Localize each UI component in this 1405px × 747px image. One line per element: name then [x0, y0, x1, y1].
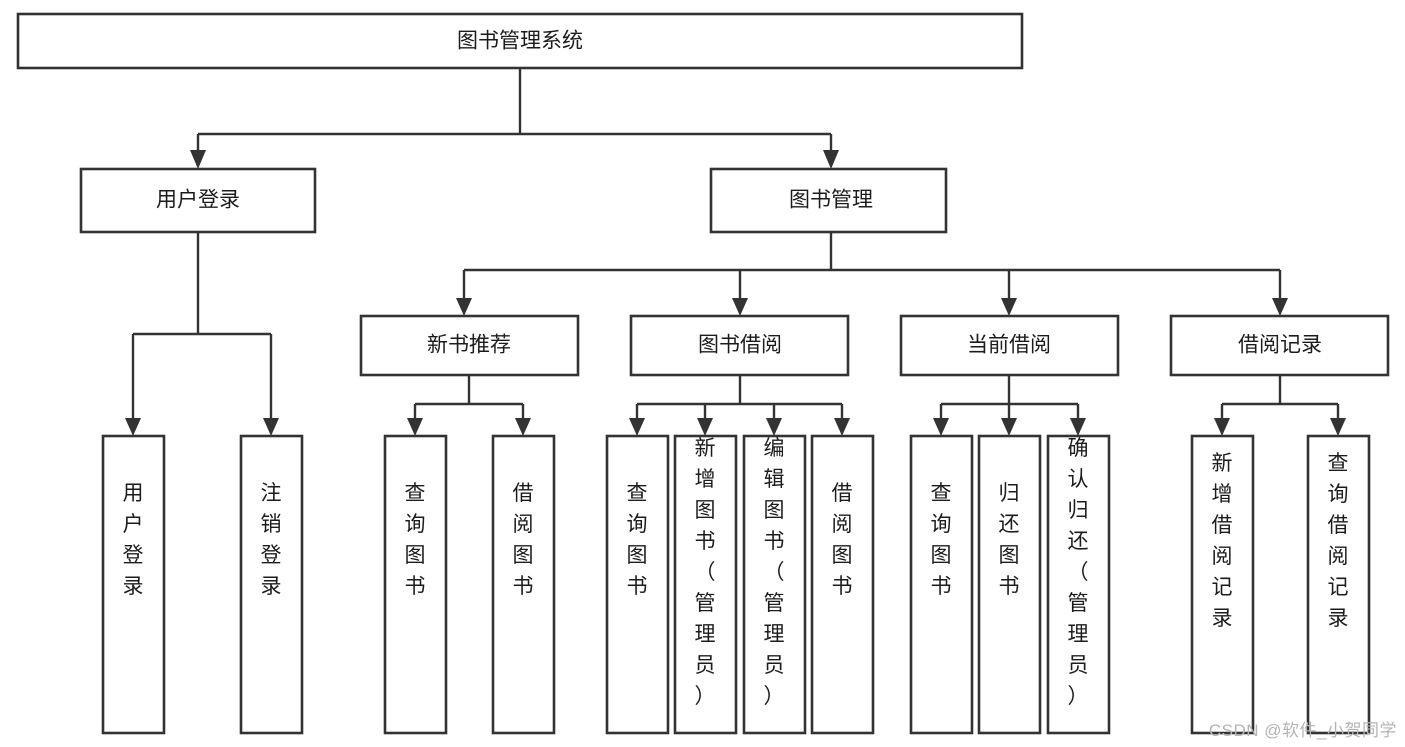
arrow-userlogin-leaf2 [263, 418, 279, 436]
leaf-borrow-record-2-box[interactable] [1306, 434, 1371, 735]
leaf-current-borrow-3-label: 确认归还（管理员） [1068, 437, 1089, 708]
node-root-system[interactable]: 图书管理系统 [16, 12, 1024, 70]
connector-layer [125, 68, 1346, 436]
arrow-userlogin-leaf1 [125, 418, 141, 436]
leaf-book-borrow-4[interactable]: 借阅图书 [810, 434, 875, 735]
leaf-book-borrow-4-label: 借阅图书 [832, 482, 853, 598]
leaf-new-book-1-label: 查询图书 [405, 482, 426, 598]
leaf-user-login-2-label: 注销登录 [261, 482, 282, 598]
leaf-new-book-2[interactable]: 借阅图书 [491, 434, 556, 735]
leaf-new-book-2-box[interactable] [491, 434, 556, 735]
leaf-book-borrow-3-box[interactable] [742, 434, 807, 735]
leaf-new-book-1-box[interactable] [383, 434, 448, 735]
node-new-book-recommend-label: 新书推荐 [427, 334, 511, 357]
leaf-user-login-1-box[interactable] [101, 434, 166, 735]
leaf-current-borrow-2[interactable]: 归还图书 [977, 434, 1042, 735]
leaf-current-borrow-3[interactable]: 确认归还（管理员） [1046, 434, 1111, 735]
leaf-user-login-2[interactable]: 注销登录 [239, 434, 304, 735]
arrow-newbook-leaf1 [407, 418, 423, 436]
arrow-borrow-leaf1 [629, 418, 645, 436]
arrow-current-leaf2 [1001, 418, 1017, 436]
leaf-book-borrow-1-label: 查询图书 [627, 482, 648, 598]
leaf-current-borrow-3-box[interactable] [1046, 434, 1111, 735]
leaf-user-login-2-box[interactable] [239, 434, 304, 735]
node-current-borrow-box[interactable] [899, 314, 1120, 377]
leaf-book-borrow-1[interactable]: 查询图书 [605, 434, 670, 735]
arrow-root-to-book-mgmt [823, 150, 839, 169]
node-book-management-label: 图书管理 [789, 189, 873, 212]
node-current-borrow-label: 当前借阅 [967, 334, 1051, 357]
arrow-bookmgmt-c4 [1272, 298, 1288, 316]
arrow-bookmgmt-c1 [456, 298, 472, 316]
node-borrow-record-label: 借阅记录 [1238, 334, 1322, 357]
leaf-current-borrow-2-label: 归还图书 [999, 482, 1020, 598]
leaf-borrow-record-2[interactable]: 查询借阅记录 [1306, 434, 1371, 735]
node-book-management-box[interactable] [709, 167, 948, 234]
arrow-record-leaf2 [1330, 418, 1346, 436]
leaf-borrow-record-1-box[interactable] [1190, 434, 1255, 735]
leaf-current-borrow-1[interactable]: 查询图书 [909, 434, 974, 735]
leaf-book-borrow-2-label: 新增图书（管理员） [695, 437, 716, 708]
leaf-book-borrow-2[interactable]: 新增图书（管理员） [673, 434, 738, 735]
node-root-box[interactable] [16, 12, 1024, 70]
leaf-new-book-1[interactable]: 查询图书 [383, 434, 448, 735]
node-new-book-recommend[interactable]: 新书推荐 [359, 314, 580, 377]
leaf-book-borrow-2-box[interactable] [673, 434, 738, 735]
node-borrow-record-box[interactable] [1169, 314, 1390, 377]
leaf-borrow-record-1-label: 新增借阅记录 [1212, 452, 1233, 630]
leaf-user-login-1-label: 用户登录 [123, 482, 144, 598]
arrow-current-leaf3 [1070, 418, 1086, 436]
arrow-record-leaf1 [1214, 418, 1230, 436]
node-new-book-recommend-box[interactable] [359, 314, 580, 377]
leaf-new-book-2-label: 借阅图书 [513, 482, 534, 598]
arrow-root-to-user-login [190, 150, 206, 169]
leaf-current-borrow-2-box[interactable] [977, 434, 1042, 735]
csdn-watermark: CSDN @软件_小贺同学 [1208, 721, 1397, 740]
leaf-book-borrow-3[interactable]: 编辑图书（管理员） [742, 434, 807, 735]
node-user-login-box[interactable] [79, 167, 317, 234]
node-user-login[interactable]: 用户登录 [79, 167, 317, 234]
node-book-borrow-box[interactable] [629, 314, 850, 377]
leaf-current-borrow-1-box[interactable] [909, 434, 974, 735]
leaf-borrow-record-2-label: 查询借阅记录 [1328, 452, 1349, 630]
node-current-borrow[interactable]: 当前借阅 [899, 314, 1120, 377]
node-user-login-label: 用户登录 [156, 189, 240, 212]
arrow-bookmgmt-c2 [732, 298, 748, 316]
node-borrow-record[interactable]: 借阅记录 [1169, 314, 1390, 377]
node-book-borrow[interactable]: 图书借阅 [629, 314, 850, 377]
arrow-current-leaf1 [933, 418, 949, 436]
arrow-borrow-leaf3 [766, 418, 782, 436]
arrow-borrow-leaf4 [834, 418, 850, 436]
node-book-management[interactable]: 图书管理 [709, 167, 948, 234]
leaf-user-login-1[interactable]: 用户登录 [101, 434, 166, 735]
node-root-label: 图书管理系统 [457, 30, 583, 53]
arrow-bookmgmt-c3 [1001, 298, 1017, 316]
arrow-newbook-leaf2 [515, 418, 531, 436]
leaf-borrow-record-1[interactable]: 新增借阅记录 [1190, 434, 1255, 735]
leaf-current-borrow-1-label: 查询图书 [931, 482, 952, 598]
leaf-book-borrow-1-box[interactable] [605, 434, 670, 735]
leaf-book-borrow-3-label: 编辑图书（管理员） [764, 437, 785, 708]
leaf-book-borrow-4-box[interactable] [810, 434, 875, 735]
node-book-borrow-label: 图书借阅 [698, 334, 782, 357]
arrow-borrow-leaf2 [697, 418, 713, 436]
